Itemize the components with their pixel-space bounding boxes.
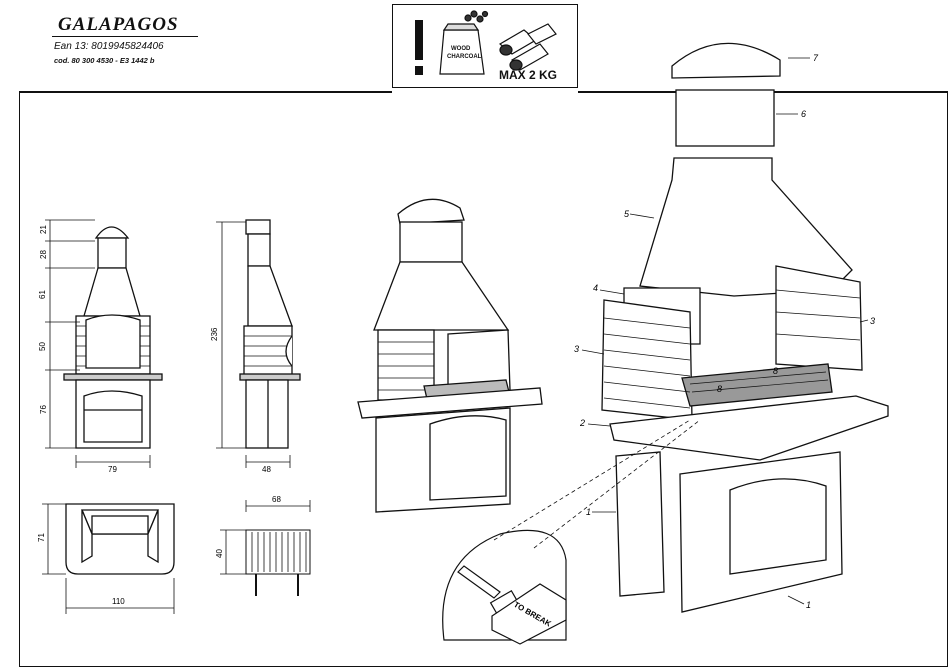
callout-3-right: 3 xyxy=(870,316,875,326)
callout-6: 6 xyxy=(801,109,806,119)
grill-detail xyxy=(220,500,310,596)
part-3-left-wall xyxy=(602,300,692,420)
callout-2: 2 xyxy=(579,418,585,428)
dim-grill-h: 40 xyxy=(215,549,224,558)
callout-7: 7 xyxy=(813,53,819,63)
dim-front-w: 79 xyxy=(108,465,117,474)
callout-3-left: 3 xyxy=(574,344,579,354)
dim-grill-w: 68 xyxy=(272,495,281,504)
part-3-right-wall xyxy=(776,266,862,370)
callout-1-right: 1 xyxy=(806,600,811,610)
firewood-icon xyxy=(500,24,556,70)
part-1-left-base xyxy=(616,452,664,596)
callout-1-left: 1 xyxy=(586,507,591,517)
plan-view xyxy=(66,504,174,574)
callout-5: 5 xyxy=(624,209,630,219)
part-8-grill xyxy=(682,364,832,406)
front-elevation xyxy=(64,227,162,448)
callout-4: 4 xyxy=(593,283,598,293)
exclamation-icon xyxy=(415,20,423,75)
exploded-parts xyxy=(602,43,888,612)
side-elevation xyxy=(240,220,300,448)
dim-front-h1: 21 xyxy=(39,225,48,234)
dim-front-h2: 28 xyxy=(39,250,48,259)
dim-plan-w: 110 xyxy=(112,597,125,606)
charcoal-bag-icon: WOOD CHARCOAL xyxy=(440,11,488,74)
grill-mark-2: 8 xyxy=(773,366,778,376)
assembled-bbq xyxy=(358,199,542,512)
bag-text-1: WOOD xyxy=(451,46,471,52)
dim-front-h5: 76 xyxy=(39,405,48,414)
dim-front-h4: 50 xyxy=(38,342,47,351)
dim-side-w: 48 xyxy=(262,465,271,474)
grill-mark-1: 8 xyxy=(717,384,722,394)
dim-front-h3: 61 xyxy=(38,290,47,299)
part-7-arch xyxy=(672,43,780,78)
part-6-block xyxy=(676,90,774,146)
dim-plan-depth: 71 xyxy=(37,533,46,542)
dim-side-total-h: 236 xyxy=(210,327,219,341)
bag-text-2: CHARCOAL xyxy=(447,54,482,60)
